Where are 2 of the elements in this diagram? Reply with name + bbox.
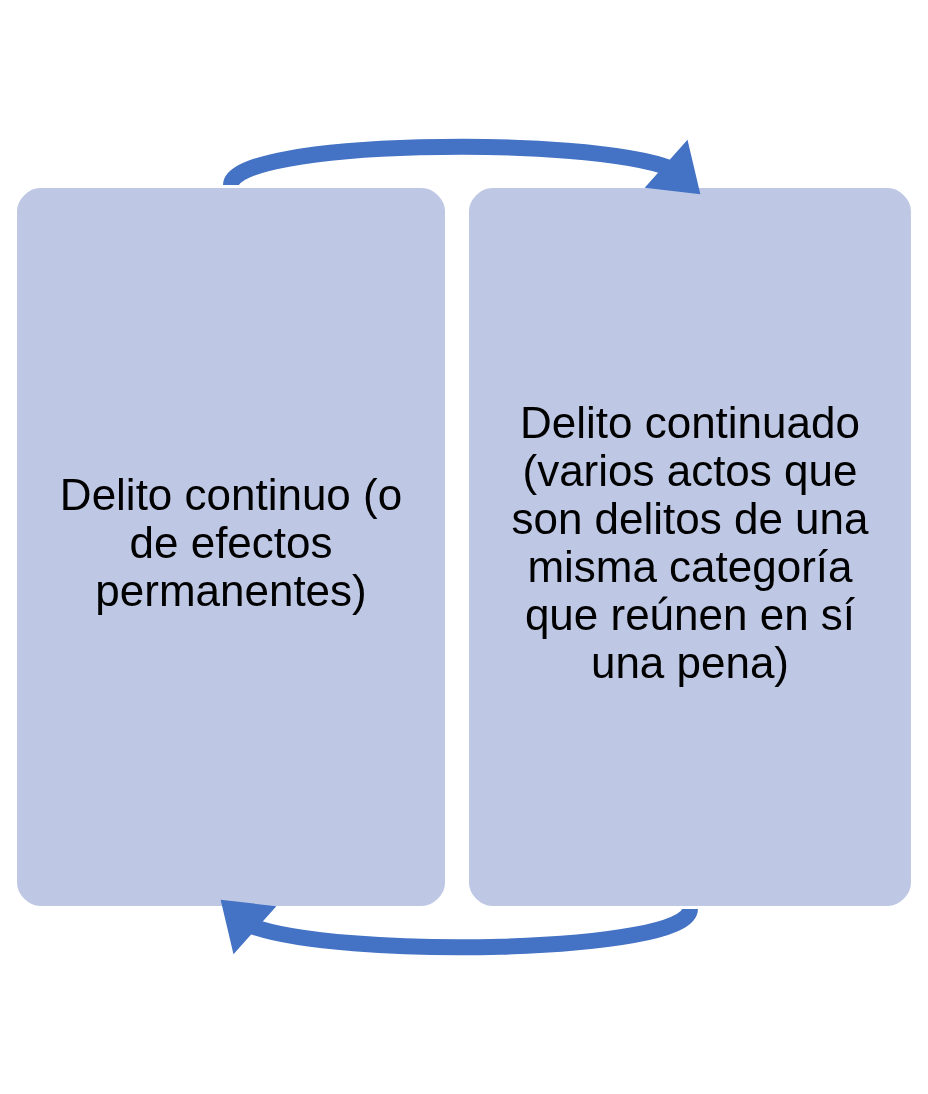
node-box: Delito continuado (varios actos que son delitos de una misma categoría que reúnen en sí una pena) (467, 186, 913, 908)
node-box: Delito continuo (o de efectos permanentes) (15, 186, 447, 908)
